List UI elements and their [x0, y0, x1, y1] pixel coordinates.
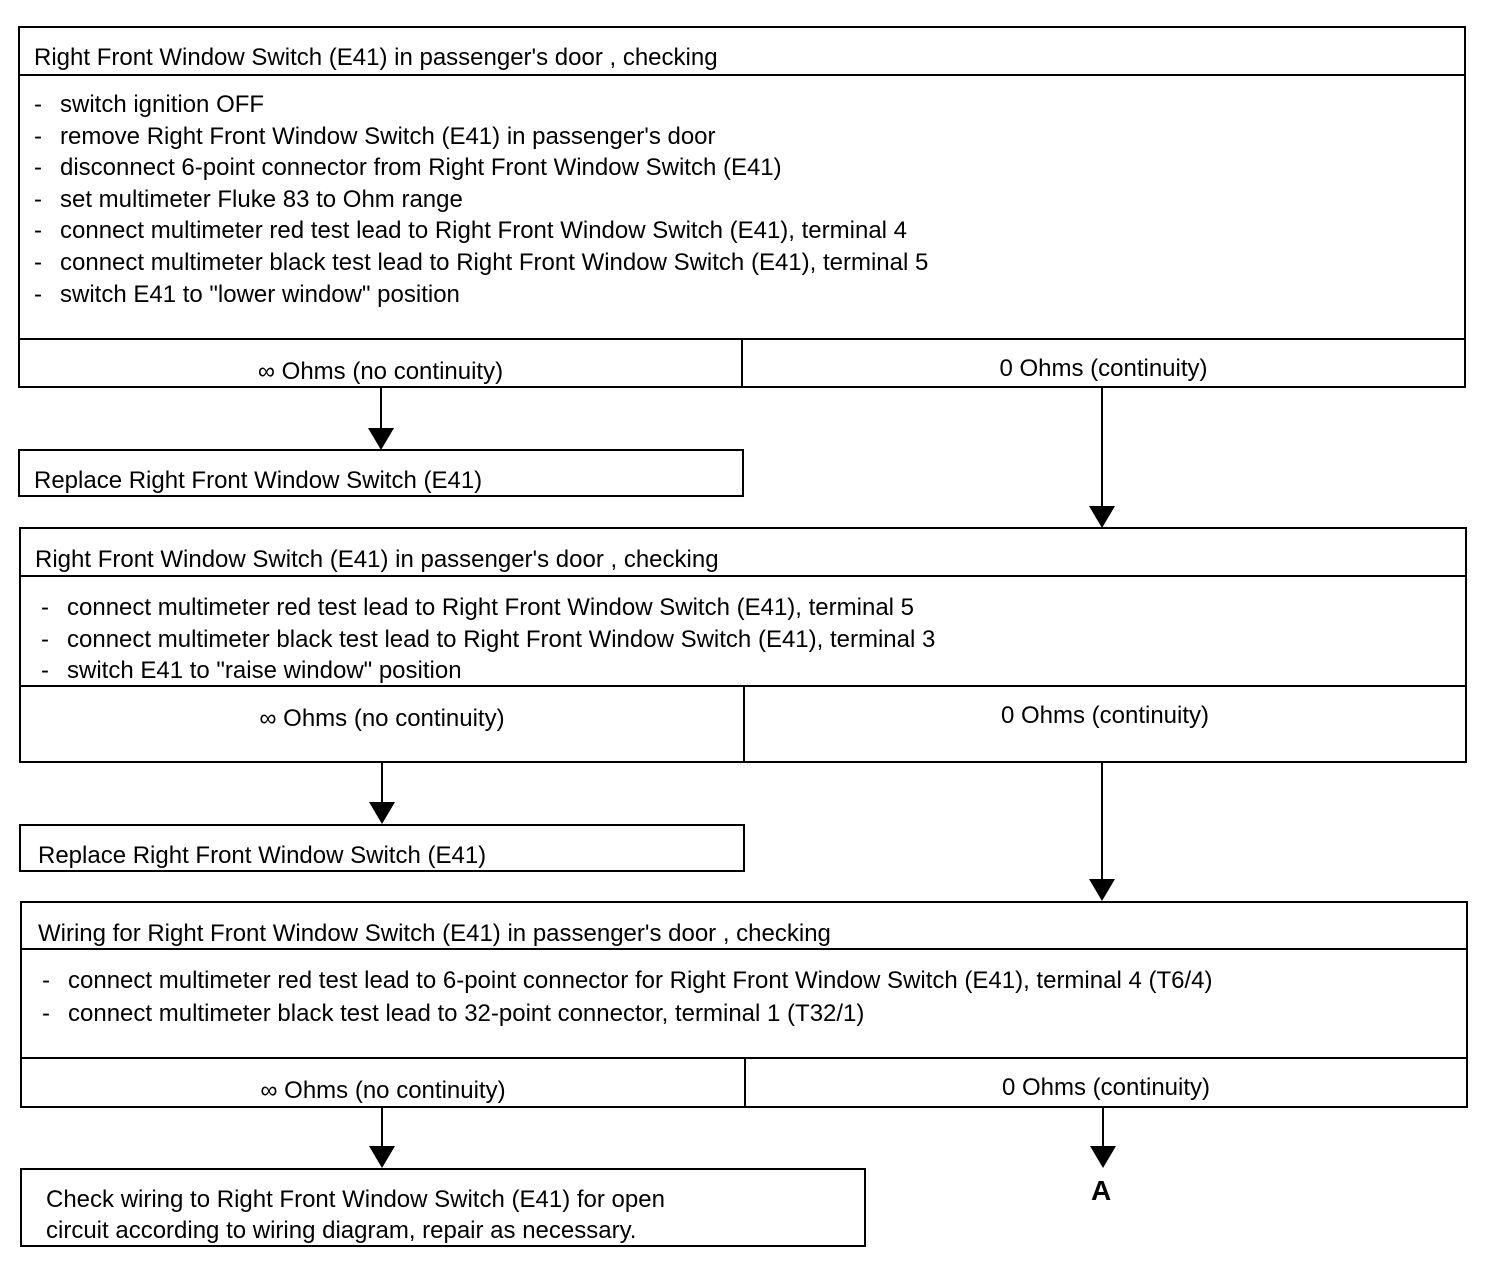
step-item: switch ignition OFF [34, 89, 928, 121]
step-item: switch E41 to "lower window" position [34, 279, 928, 311]
action-replace-switch: Replace Right Front Window Switch (E41) [34, 467, 483, 494]
step-item: connect multimeter black test lead to Ri… [34, 247, 928, 279]
check-block-1-steps: switch ignition OFF remove Right Front W… [34, 89, 928, 310]
arrow-block1-no-continuity [368, 388, 394, 450]
step-item: connect multimeter black test lead to 32… [42, 997, 1212, 1030]
step-item: set multimeter Fluke 83 to Ohm range [34, 184, 928, 216]
arrow-block2-continuity [1089, 763, 1115, 901]
divider [21, 575, 1465, 577]
action-box-2: Replace Right Front Window Switch (E41) [19, 824, 745, 872]
outcome-no-continuity: ∞ Ohms (no continuity) [260, 1077, 506, 1104]
divider [743, 685, 745, 761]
outcome-no-continuity: ∞ Ohms (no continuity) [257, 358, 504, 385]
action-replace-switch: Replace Right Front Window Switch (E41) [38, 842, 487, 869]
arrow-block1-continuity [1089, 388, 1115, 528]
step-item: remove Right Front Window Switch (E41) i… [34, 121, 928, 153]
divider [22, 948, 1466, 950]
outcome-continuity: 0 Ohms (continuity) [1001, 1074, 1211, 1101]
outcome-no-continuity: ∞ Ohms (no continuity) [259, 705, 505, 732]
step-item: disconnect 6-point connector from Right … [34, 152, 928, 184]
check-block-2: Right Front Window Switch (E41) in passe… [19, 527, 1467, 763]
divider [744, 1057, 746, 1106]
arrow-block2-no-continuity [369, 763, 395, 824]
step-item: switch E41 to "raise window" position [41, 655, 935, 687]
divider [741, 338, 743, 386]
outcome-continuity: 0 Ohms (continuity) [999, 355, 1208, 382]
step-item: connect multimeter red test lead to Righ… [34, 215, 928, 247]
arrow-block3-continuity [1090, 1107, 1116, 1168]
step-item: connect multimeter red test lead to Righ… [41, 592, 935, 624]
step-item: connect multimeter red test lead to 6-po… [42, 964, 1212, 997]
check-block-3-steps: connect multimeter red test lead to 6-po… [42, 964, 1212, 1030]
check-block-3-title: Wiring for Right Front Window Switch (E4… [38, 920, 831, 947]
check-block-3: Wiring for Right Front Window Switch (E4… [20, 901, 1468, 1108]
arrow-block3-no-continuity [369, 1107, 395, 1168]
action-box-3: Check wiring to Right Front Window Switc… [20, 1168, 866, 1247]
check-block-2-steps: connect multimeter red test lead to Righ… [41, 592, 935, 687]
step-item: connect multimeter black test lead to Ri… [41, 624, 935, 656]
divider [20, 74, 1464, 76]
outcome-continuity: 0 Ohms (continuity) [1000, 702, 1210, 729]
connector-label-a: A [1091, 1175, 1112, 1206]
check-block-2-title: Right Front Window Switch (E41) in passe… [35, 546, 719, 573]
check-block-1-title: Right Front Window Switch (E41) in passe… [34, 44, 718, 71]
check-block-1: Right Front Window Switch (E41) in passe… [18, 26, 1466, 388]
action-check-wiring: Check wiring to Right Front Window Switc… [46, 1186, 665, 1244]
action-box-1: Replace Right Front Window Switch (E41) [18, 449, 744, 497]
